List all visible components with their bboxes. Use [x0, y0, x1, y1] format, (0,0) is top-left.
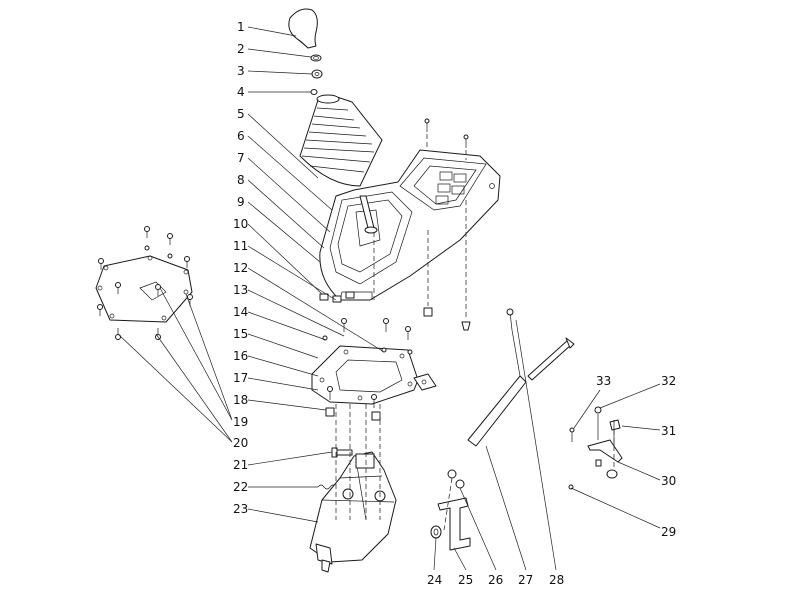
part-bushing: [311, 69, 323, 79]
callout-6: 6: [237, 129, 245, 143]
part-bracket: [430, 469, 471, 551]
callout-11: 11: [233, 239, 248, 253]
callout-2: 2: [237, 42, 245, 56]
callout-14: 14: [233, 305, 248, 319]
callout-16: 16: [233, 349, 248, 363]
callout-7: 7: [237, 151, 245, 165]
leader-lines: [117, 26, 661, 571]
part-shift-knob: [288, 8, 318, 49]
callout-12: 12: [233, 261, 248, 275]
callout-8: 8: [237, 173, 245, 187]
callout-25: 25: [458, 573, 473, 587]
part-ring: [310, 54, 322, 62]
callout-20: 20: [233, 436, 248, 450]
callout-28: 28: [549, 573, 564, 587]
part-shifter-mechanism: [309, 451, 397, 573]
callout-9: 9: [237, 195, 245, 209]
callout-17: 17: [233, 371, 248, 385]
part-shift-cable: [527, 337, 575, 381]
callout-22: 22: [233, 480, 248, 494]
part-console-screws: [423, 118, 471, 331]
callout-30: 30: [661, 474, 676, 488]
callout-33: 33: [596, 374, 611, 388]
callout-32: 32: [661, 374, 676, 388]
callout-3: 3: [237, 64, 245, 78]
callout-29: 29: [661, 525, 676, 539]
callout-1: 1: [237, 20, 245, 34]
callout-4: 4: [237, 85, 245, 99]
callout-labels: 1 2 3 4 5 6 7 8 9 10 11 12 13 14 15 16 1…: [233, 20, 676, 587]
part-spring: [317, 484, 337, 490]
part-cover-plate: [95, 255, 193, 323]
callout-5: 5: [237, 107, 245, 121]
callout-24: 24: [427, 573, 442, 587]
callout-15: 15: [233, 327, 248, 341]
callout-19: 19: [233, 415, 248, 429]
part-clip: [319, 291, 355, 303]
part-plate-screws: [97, 226, 193, 340]
part-bolt: [331, 447, 353, 458]
part-lever-bracket: [568, 406, 623, 490]
part-gaiter-boot: [299, 94, 383, 187]
part-center-console: [319, 149, 501, 301]
callout-27: 27: [518, 573, 533, 587]
callout-18: 18: [233, 393, 248, 407]
callout-10: 10: [233, 217, 248, 231]
callout-21: 21: [233, 458, 248, 472]
part-mounting-plate: [311, 345, 437, 405]
callout-23: 23: [233, 502, 248, 516]
part-nut-small: [310, 89, 318, 95]
callout-31: 31: [661, 424, 676, 438]
callout-26: 26: [488, 573, 503, 587]
assembly-lines: [335, 134, 615, 531]
callout-13: 13: [233, 283, 248, 297]
